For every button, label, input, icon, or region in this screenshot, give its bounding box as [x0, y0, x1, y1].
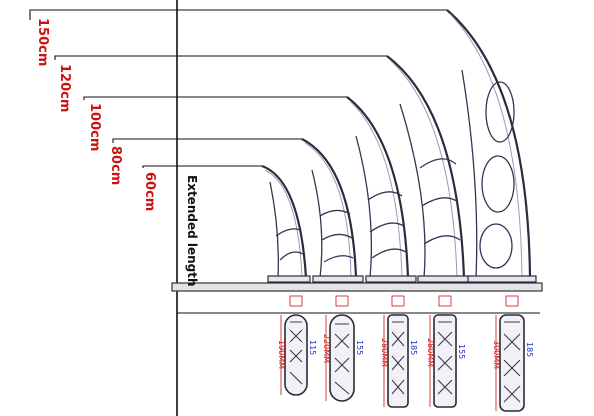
- leader-120: [54, 55, 387, 60]
- leader-100: [83, 96, 347, 100]
- arm-80cm: [301, 138, 364, 283]
- base-plate-120: [417, 275, 473, 283]
- awning-arms: [261, 9, 537, 283]
- size-label-80: 80cm: [108, 146, 123, 185]
- leader-lines: [29, 9, 447, 168]
- bracket-width-120: 155: [457, 344, 466, 359]
- bracket-150cm: 300MM 185: [492, 295, 534, 412]
- bracket-120cm: 280MM 155: [426, 295, 466, 408]
- bracket-80cm: 220MM 155: [322, 295, 364, 402]
- base-plate-60: [267, 275, 311, 283]
- bracket-100cm: 280MM 185: [380, 295, 418, 408]
- bracket-height-120: 280MM: [426, 338, 435, 367]
- bracket-height-150: 300MM: [492, 340, 501, 369]
- size-label-100: 100cm: [87, 103, 102, 151]
- leader-60: [142, 165, 262, 168]
- arm-60cm: [261, 164, 311, 283]
- base-plate-150: [467, 275, 537, 283]
- bracket-width-80: 155: [355, 340, 364, 355]
- arm-150cm: [446, 9, 537, 283]
- bracket-height-60: 190MM: [277, 340, 286, 369]
- mounting-rail: [171, 282, 543, 292]
- base-plate-100: [365, 275, 417, 283]
- bracket-60cm: 190MM 115: [277, 295, 317, 396]
- size-label-120: 120cm: [57, 64, 72, 112]
- arm-120cm: [386, 55, 473, 283]
- bracket-width-100: 185: [409, 340, 418, 355]
- leader-80: [112, 138, 302, 143]
- bracket-footprints: 190MM 115 220MM 155 280MM 185 28: [277, 295, 534, 412]
- leader-150: [29, 9, 447, 20]
- bracket-width-150: 185: [525, 342, 534, 357]
- bracket-width-60: 115: [308, 340, 317, 355]
- bracket-height-80: 220MM: [322, 334, 331, 363]
- base-plate-80: [312, 275, 364, 283]
- extended-length-label: Extended length: [185, 175, 199, 287]
- size-label-150: 150cm: [35, 18, 50, 66]
- arm-100cm: [346, 96, 417, 283]
- bracket-height-100: 280MM: [380, 338, 389, 367]
- size-label-60: 60cm: [142, 172, 157, 211]
